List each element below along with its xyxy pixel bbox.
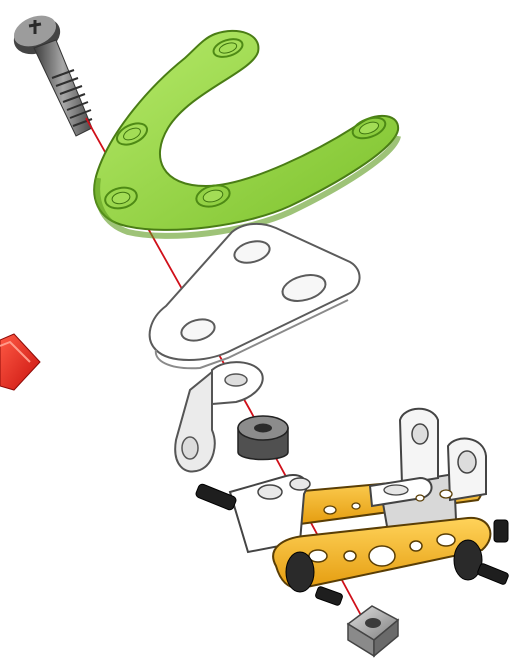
u-plate-part <box>94 31 398 236</box>
triangle-plate-part <box>150 224 360 368</box>
red-arrow-icon <box>0 334 40 390</box>
screw-part <box>8 10 92 136</box>
spacer-part <box>238 416 288 460</box>
square-nut-part <box>348 606 398 656</box>
